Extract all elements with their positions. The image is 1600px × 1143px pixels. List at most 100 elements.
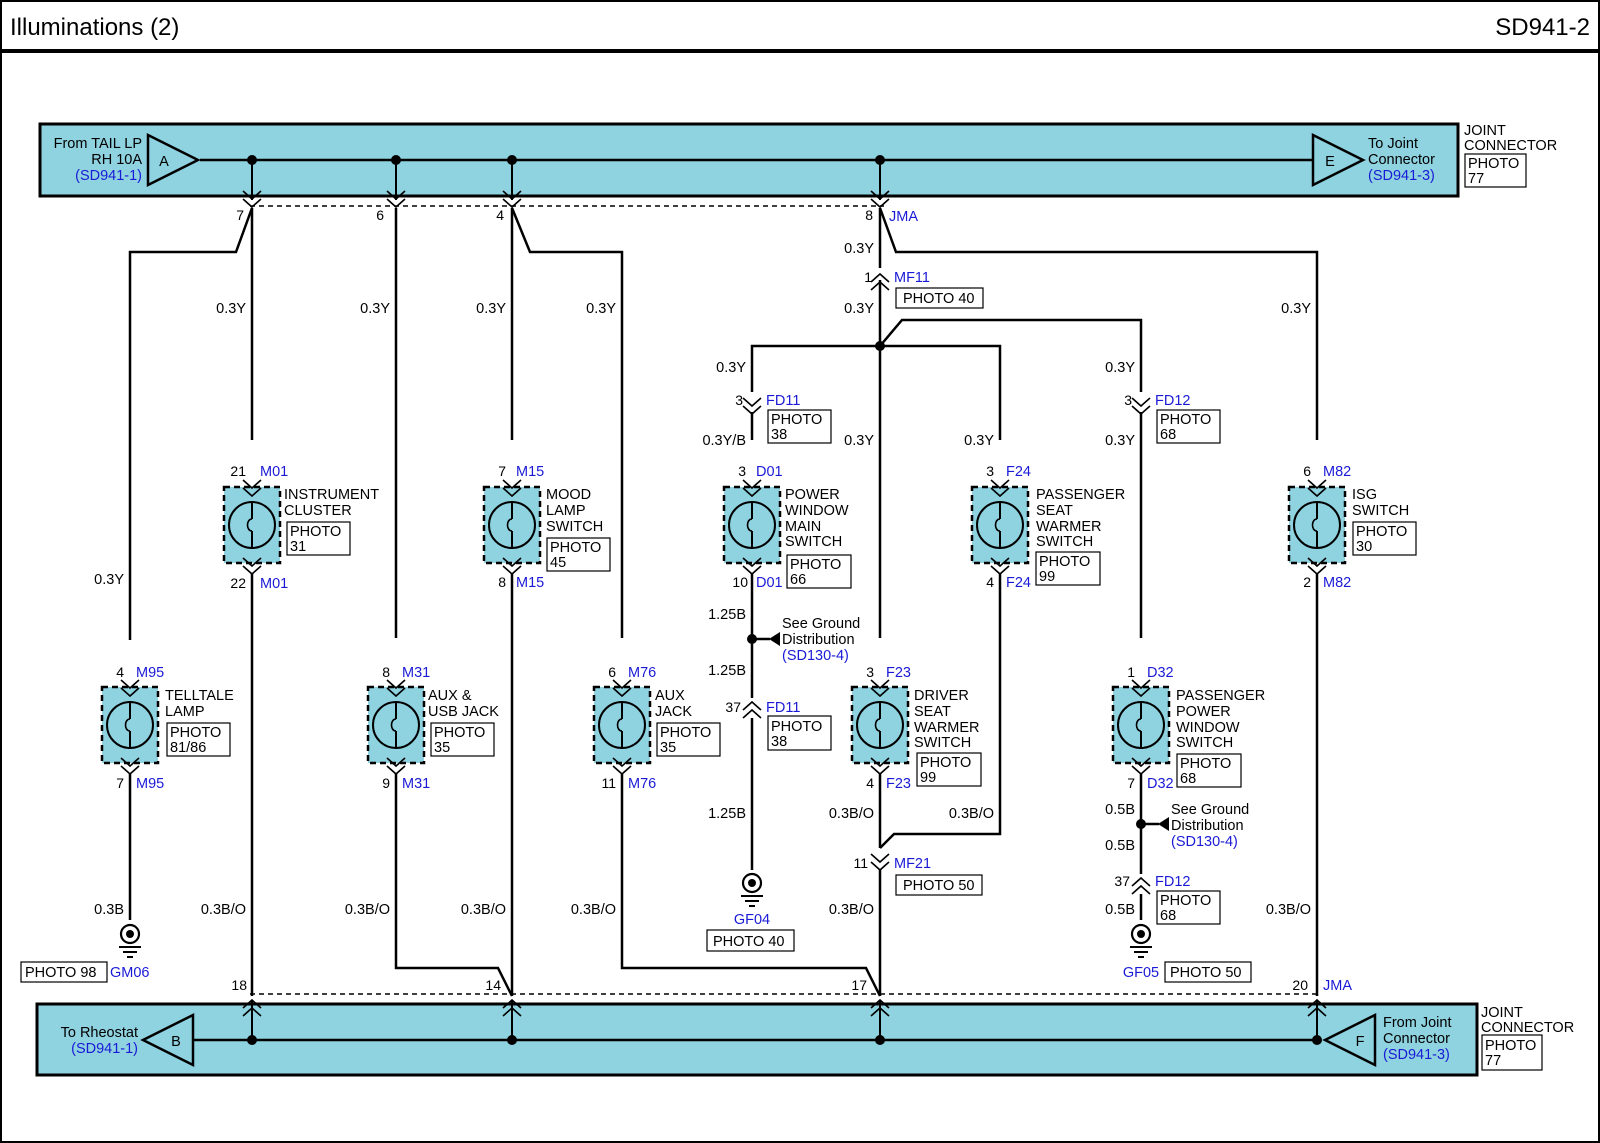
mood-conn-out[interactable]: M15 <box>516 575 544 591</box>
dsw-conn-out[interactable]: F23 <box>886 776 911 792</box>
pwm-conn-out[interactable]: D01 <box>756 575 783 591</box>
aux-usb-jack-lamp-icon[interactable] <box>366 678 426 776</box>
ppw-photo: PHOTO <box>1180 756 1231 772</box>
ground-ref-arrow-left <box>769 632 780 646</box>
ic-label-1: INSTRUMENT <box>284 487 379 503</box>
dsw-label-3: WARMER <box>914 720 980 736</box>
bottom-joint-label-2: CONNECTOR <box>1481 1020 1574 1036</box>
isg-conn-in[interactable]: M82 <box>1323 464 1351 480</box>
bottom-pin-14: 14 <box>485 977 501 993</box>
aux-conn-out[interactable]: M76 <box>628 776 656 792</box>
isg-pin-out: 2 <box>1303 574 1311 590</box>
top-source-ref[interactable]: (SD941-1) <box>75 168 142 184</box>
top-dest-ref[interactable]: (SD941-3) <box>1368 168 1435 184</box>
ic-label-2: CLUSTER <box>284 503 352 519</box>
isg-switch-lamp-icon[interactable] <box>1287 478 1347 576</box>
aux-usb-conn-in[interactable]: M31 <box>402 665 430 681</box>
pwm-pin-in: 3 <box>738 463 746 479</box>
wire-label: 0.5B <box>1105 902 1135 918</box>
dsw-label-1: DRIVER <box>914 688 969 704</box>
wire-label: 0.5B <box>1105 838 1135 854</box>
mf11-connector-symbol <box>870 272 890 291</box>
bottom-jma-label[interactable]: JMA <box>1323 978 1352 994</box>
ic-conn-in[interactable]: M01 <box>260 464 288 480</box>
dsw-conn-in[interactable]: F23 <box>886 665 911 681</box>
passenger-power-window-lamp-icon[interactable] <box>1111 678 1171 776</box>
aux-usb-pin-out: 9 <box>382 775 390 791</box>
ppw-pin-in: 1 <box>1127 664 1135 680</box>
passenger-seat-warmer-lamp-icon[interactable] <box>970 478 1030 576</box>
wire-ppw-feed <box>879 318 1143 392</box>
bottom-dest-ref[interactable]: (SD941-1) <box>71 1041 138 1057</box>
ic-conn-out[interactable]: M01 <box>260 576 288 592</box>
fd11-bottom-name[interactable]: FD11 <box>766 700 800 716</box>
mf21-photo: PHOTO 50 <box>903 878 974 894</box>
top-joint-photo: PHOTO <box>1468 156 1519 172</box>
isg-conn-out[interactable]: M82 <box>1323 575 1351 591</box>
top-joint-label-1: JOINT <box>1464 123 1506 139</box>
aux-jack-lamp-icon[interactable] <box>592 678 652 776</box>
mf11-pin: 1 <box>864 269 872 285</box>
bottom-source-marker: F <box>1356 1034 1365 1050</box>
bottom-joint-photo: PHOTO <box>1485 1038 1536 1054</box>
fd12-bottom-name[interactable]: FD12 <box>1155 874 1190 890</box>
telltale-conn-out[interactable]: M95 <box>136 776 164 792</box>
aux-usb-conn-out[interactable]: M31 <box>402 776 430 792</box>
ic-photo: PHOTO <box>290 524 341 540</box>
gf05-name[interactable]: GF05 <box>1123 965 1159 981</box>
ic-pin-in: 21 <box>230 463 246 479</box>
telltale-lamp-icon[interactable] <box>100 678 160 776</box>
output-marker-e <box>1311 132 1366 188</box>
wire-label: 0.3Y <box>94 572 124 588</box>
mood-lamp-switch-lamp-icon[interactable] <box>482 478 542 576</box>
telltale-label-1: TELLTALE <box>165 688 234 704</box>
mf11-name[interactable]: MF11 <box>894 270 930 286</box>
pwm-photo-num: 66 <box>790 572 806 588</box>
wire-label: 0.3B/O <box>201 902 246 918</box>
wire-aux-out <box>620 774 882 997</box>
fd12-top-name[interactable]: FD12 <box>1155 393 1190 409</box>
telltale-conn-in[interactable]: M95 <box>136 665 164 681</box>
fd11-top-name[interactable]: FD11 <box>766 393 800 409</box>
wire-label: 0.3Y <box>844 433 874 449</box>
isg-photo-num: 30 <box>1356 539 1372 555</box>
power-window-main-switch-lamp-icon[interactable] <box>722 478 782 576</box>
ppw-conn-out[interactable]: D32 <box>1147 776 1174 792</box>
psw-label-3: WARMER <box>1036 519 1102 535</box>
mf21-name[interactable]: MF21 <box>894 856 931 872</box>
ground-ref-right-link[interactable]: (SD130-4) <box>1171 834 1238 850</box>
fd11-bottom-pin: 37 <box>725 699 741 715</box>
wire-label: 0.3Y <box>216 301 246 317</box>
aux-conn-in[interactable]: M76 <box>628 665 656 681</box>
mood-conn-in[interactable]: M15 <box>516 464 544 480</box>
psw-conn-in[interactable]: F24 <box>1006 464 1031 480</box>
wire-label: 0.3B/O <box>461 902 506 918</box>
bottom-joint-label-1: JOINT <box>1481 1005 1523 1021</box>
fd11-bottom-symbol <box>742 700 762 719</box>
isg-photo: PHOTO <box>1356 524 1407 540</box>
wire-label: 0.3B/O <box>345 902 390 918</box>
ground-ref-left-2: Distribution <box>782 632 855 648</box>
gm06-name[interactable]: GM06 <box>110 965 150 981</box>
bottom-dest-marker: B <box>171 1034 181 1050</box>
driver-seat-warmer-lamp-icon[interactable] <box>850 678 910 776</box>
top-joint-label-2: CONNECTOR <box>1464 138 1557 154</box>
output-marker-b <box>140 1012 195 1068</box>
fd12-bottom-photo: PHOTO <box>1160 893 1211 909</box>
ppw-conn-in[interactable]: D32 <box>1147 665 1174 681</box>
aux-usb-label-1: AUX & <box>428 688 472 704</box>
dsw-pin-in: 3 <box>866 664 874 680</box>
mood-pin-out: 8 <box>498 574 506 590</box>
pwm-conn-in[interactable]: D01 <box>756 464 783 480</box>
psw-conn-out[interactable]: F24 <box>1006 575 1031 591</box>
ground-ref-left-link[interactable]: (SD130-4) <box>782 648 849 664</box>
wire-label: 0.3Y <box>844 241 874 257</box>
aux-usb-photo: PHOTO <box>434 725 485 741</box>
bottom-source-ref[interactable]: (SD941-3) <box>1383 1047 1450 1063</box>
instrument-cluster-lamp-icon[interactable] <box>222 478 282 576</box>
bottom-bus: B F To Rheostat (SD941-1) From Joint Con… <box>35 998 1479 1077</box>
top-jma-label[interactable]: JMA <box>889 209 918 225</box>
ppw-label-4: SWITCH <box>1176 735 1233 751</box>
gf04-name[interactable]: GF04 <box>734 912 770 928</box>
ic-pin-out: 22 <box>230 575 246 591</box>
